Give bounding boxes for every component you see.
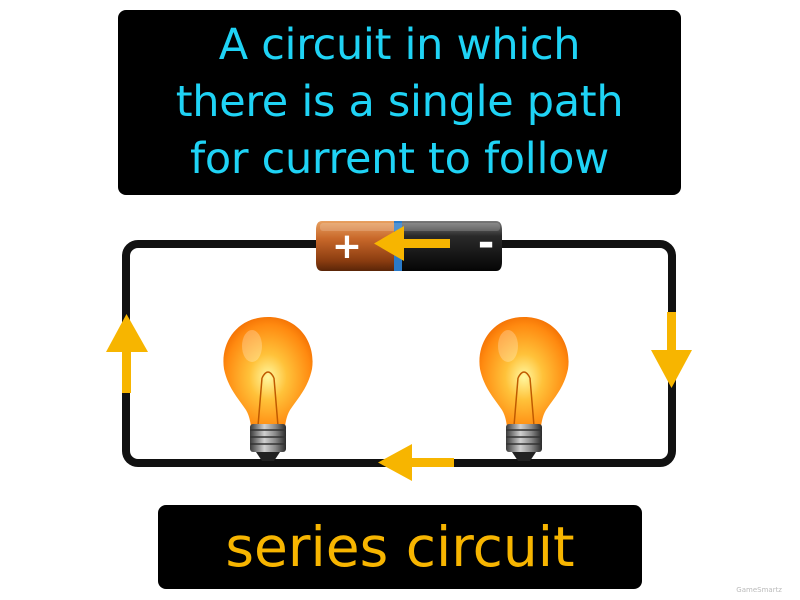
current-arrow-bottom (378, 444, 454, 481)
current-arrow-battery (374, 226, 450, 261)
light-bulb-icon-left (223, 317, 313, 461)
battery-negative-label: - (478, 220, 495, 266)
definition-box: A circuit in which there is a single pat… (118, 10, 681, 195)
circuit-wire (122, 240, 676, 467)
term-label: series circuit (225, 515, 575, 579)
term-box: series circuit (158, 505, 642, 589)
light-bulb-icon-right (479, 317, 569, 461)
current-arrow-right (651, 312, 692, 388)
credit-logo: GameSmartz (736, 586, 782, 594)
definition-line-2: there is a single path (175, 77, 624, 127)
battery-positive-label: + (332, 226, 362, 267)
definition-line-1: A circuit in which (218, 20, 581, 70)
definition-line-3: for current to follow (190, 134, 609, 184)
battery-icon (316, 221, 502, 271)
current-arrow-left (106, 314, 148, 393)
